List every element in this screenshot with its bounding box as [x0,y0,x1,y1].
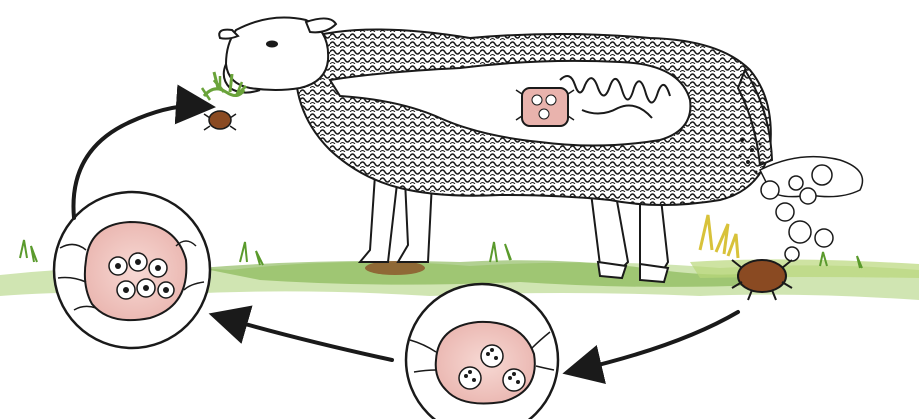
mite-cysticercoids-circle [54,192,210,348]
arrow-to-left-circle [224,318,392,360]
arrow-to-bottom-circle [578,312,738,370]
mite-in-gut-icon [516,88,574,126]
sheep-eye [266,41,278,48]
mite-eggs-circle [406,284,558,419]
